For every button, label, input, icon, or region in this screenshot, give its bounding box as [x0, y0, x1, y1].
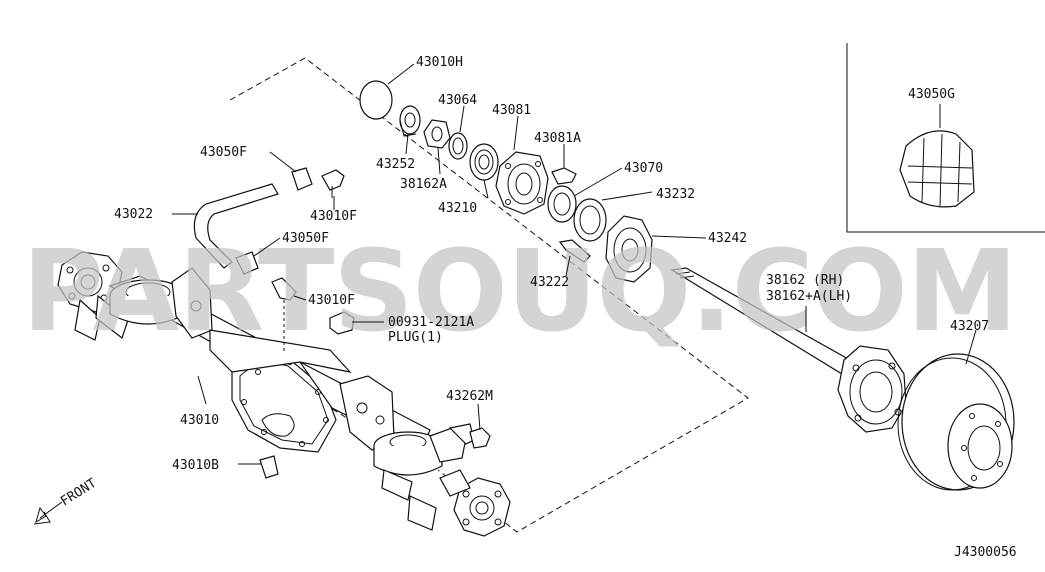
- diagram-code: J4300056: [954, 545, 1017, 560]
- label-43262M[interactable]: 43262M: [446, 389, 493, 404]
- label-43252[interactable]: 43252: [376, 157, 415, 172]
- front-arrow-icon: [33, 501, 63, 525]
- label-43010H[interactable]: 43010H: [416, 55, 463, 70]
- washer-43064: [448, 132, 468, 160]
- breather-fitting-43010F: [271, 169, 345, 352]
- pinion-nut-43262M: [469, 427, 491, 449]
- label-43222[interactable]: 43222: [530, 275, 569, 290]
- label-43010F-upper[interactable]: 43010F: [310, 209, 357, 224]
- nut-43252: [399, 105, 421, 137]
- label-43081[interactable]: 43081: [492, 103, 531, 118]
- label-43232[interactable]: 43232: [656, 187, 695, 202]
- label-43081A[interactable]: 43081A: [534, 131, 581, 146]
- label-43070[interactable]: 43070: [624, 161, 663, 176]
- stud-bolt-43222: [558, 239, 591, 263]
- front-label: FRONT: [58, 476, 99, 510]
- label-43050F-upper[interactable]: 43050F: [200, 145, 247, 160]
- leader-lines: [172, 63, 977, 465]
- label-43064[interactable]: 43064: [438, 93, 477, 108]
- label-38162A[interactable]: 38162A: [400, 177, 447, 192]
- bushing-43050G: [899, 130, 975, 208]
- lock-washer-38162A: [423, 119, 451, 149]
- bearing-43210: [469, 143, 499, 181]
- label-00931-2121A[interactable]: 00931-2121A: [388, 315, 474, 330]
- label-43010[interactable]: 43010: [180, 413, 219, 428]
- axle-housing-43010: [57, 251, 511, 537]
- part-labels: 43010H 43064 43081 43081A 43252 38162A 4…: [114, 55, 1017, 560]
- label-43010F-lower[interactable]: 43010F: [308, 293, 355, 308]
- backing-plate-43242: [605, 215, 653, 283]
- hub-bolt-43081A: [551, 167, 577, 185]
- brake-rotor-43207: [897, 353, 1015, 491]
- label-38162-rh[interactable]: 38162 (RH): [766, 273, 844, 288]
- inset-box-border: [846, 43, 1045, 233]
- oil-seal-43232: [573, 198, 607, 242]
- wheel-hub-43081: [495, 151, 549, 215]
- label-43010B[interactable]: 43010B: [172, 458, 219, 473]
- hub-cap-43010H: [359, 80, 393, 120]
- label-43207[interactable]: 43207: [950, 319, 989, 334]
- watermark-text: PARTSOUQ.COM: [22, 227, 1022, 357]
- drain-plug-43010B: [259, 455, 279, 479]
- label-38162-lh[interactable]: 38162+A(LH): [766, 289, 852, 304]
- breather-hose-43022: [193, 167, 313, 275]
- label-43050F-lower[interactable]: 43050F: [282, 231, 329, 246]
- axle-shaft-38162: [670, 267, 907, 433]
- label-43242[interactable]: 43242: [708, 231, 747, 246]
- label-43050G[interactable]: 43050G: [908, 87, 955, 102]
- label-plug: PLUG(1): [388, 330, 443, 345]
- plug-00931-2121A: [329, 311, 355, 335]
- label-43210[interactable]: 43210: [438, 201, 477, 216]
- bearing-43070: [547, 185, 577, 223]
- label-43022[interactable]: 43022: [114, 207, 153, 222]
